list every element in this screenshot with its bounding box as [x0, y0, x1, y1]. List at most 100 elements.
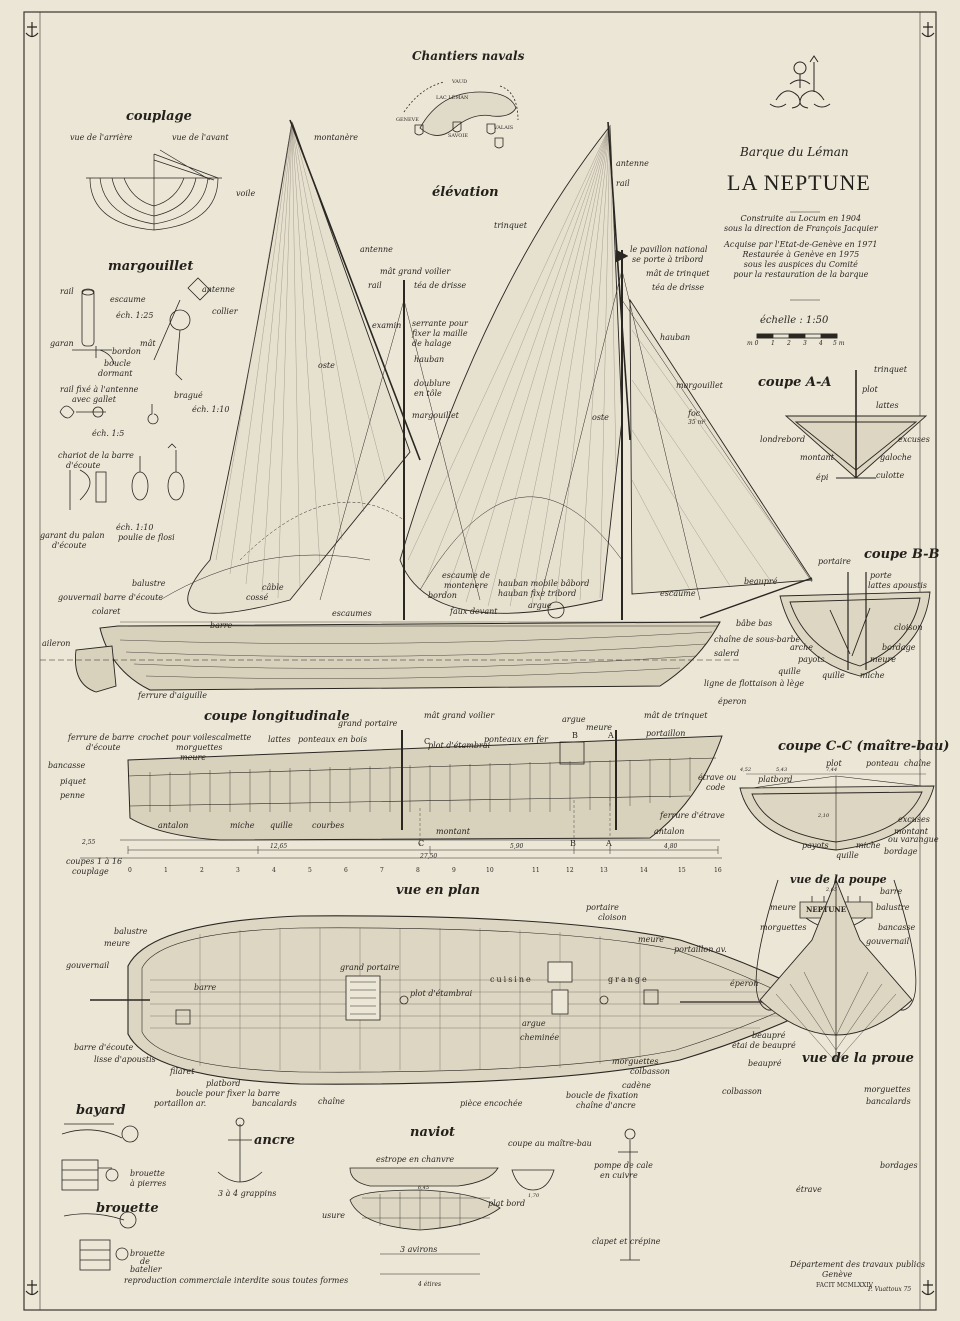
margouillet-label: rail — [60, 287, 74, 296]
vue-poupe-label: balustre — [876, 903, 910, 912]
anchor-icon — [25, 22, 39, 38]
elevation-label: balustre — [132, 579, 166, 588]
dimension-value: 5,43 — [776, 767, 788, 773]
coupe-cc-label: excuses — [898, 815, 930, 824]
coupe-cc-label: miche — [856, 841, 881, 850]
margouillet-label: poulie de flosi — [118, 533, 175, 542]
coupe-long-label: quille — [270, 821, 293, 830]
coupe-long-label: grand portaire — [338, 719, 398, 728]
vue-poupe-label: barre — [880, 887, 903, 896]
coupe-bb-label: payots — [798, 655, 825, 664]
coupe-bb-label: bâbe bas — [736, 619, 773, 628]
elevation-label: chaîne de sous-barbe — [714, 635, 801, 644]
elevation-label: voile — [236, 189, 256, 198]
coupe-cc-label: quille — [836, 851, 859, 860]
neptune-emblem-icon — [769, 55, 831, 109]
coupe-bb-label: meure — [870, 655, 897, 664]
elevation-label: faux devant — [450, 607, 498, 616]
history-line: Acquise par l'Etat-de-Genève en 1971 — [724, 240, 878, 249]
coupe-long-label: ponteaux en bois — [298, 735, 368, 744]
coupe-long-label: courbes — [312, 821, 345, 830]
section-letter: C — [418, 839, 425, 848]
proue-label: colbasson — [722, 1087, 762, 1096]
vue-poupe-label: morguettes — [760, 923, 807, 932]
bottom-label: plat bord — [488, 1199, 526, 1208]
plan-label: portaire — [586, 903, 619, 912]
coupe-aa-label: excuses — [898, 435, 930, 444]
heading-elevation: élévation — [432, 185, 499, 200]
elevation-label: hauban mobile bâbord — [498, 579, 590, 588]
outer-border — [23, 11, 937, 1311]
coupe-cc-label: chaîne — [904, 759, 931, 768]
margouillet-label: éch. 1:5 — [92, 429, 125, 438]
margouillet-label: éch. 1:10 — [192, 405, 230, 414]
margouillet-label: d'écoute — [52, 541, 87, 550]
plan-label: grand portaire — [340, 963, 400, 972]
frame-number: 7 — [380, 867, 384, 874]
coupe-long-label: antalon — [158, 821, 189, 830]
frame-number: 6 — [344, 867, 348, 874]
scale-bar — [756, 333, 838, 339]
coupe-aa-label: culotte — [876, 471, 905, 480]
margouillet-label: bordon — [112, 347, 141, 356]
elevation-label: téa de drisse — [652, 283, 705, 292]
coupe-aa-label: londrebord — [760, 435, 806, 444]
coupe-long-label: éperon — [718, 697, 747, 706]
margouillet-label: avec gallet — [72, 395, 117, 404]
frame-number: 12 — [566, 867, 574, 874]
footer-facit: FACIT MCMLXXIV — [816, 1282, 873, 1289]
plan-label: cadène — [622, 1081, 651, 1090]
elevation-label: bordon — [428, 591, 457, 600]
coupe-long-label: ferrure de barre — [68, 733, 135, 742]
margouillet-label: rail fixé à l'antenne — [60, 385, 139, 394]
elevation-label: montenere — [444, 581, 488, 590]
elevation-label: doublure — [414, 379, 451, 388]
plan-label: chaîne d'ancre — [576, 1101, 636, 1110]
section-letter: C — [424, 737, 431, 746]
coupe-cc-drawing — [739, 773, 935, 851]
frame-number: 14 — [640, 867, 648, 874]
coupe-aa-label: épi — [816, 473, 829, 482]
elevation-label: quille — [778, 667, 801, 676]
elevation-label: hauban — [414, 355, 445, 364]
elevation-label: oste — [318, 361, 335, 370]
footer-copyright: reproduction commerciale interdite sous … — [124, 1276, 349, 1285]
plan-label: barre — [194, 983, 217, 992]
margouillet-details — [59, 277, 211, 510]
elevation-label: oste — [592, 413, 609, 422]
margouillet-label: collier — [212, 307, 238, 316]
anchor-icon — [921, 22, 935, 38]
plan-label: colbasson — [630, 1067, 670, 1076]
coupe-long-label: meure — [180, 753, 207, 762]
map-label: SAVOIE — [448, 133, 469, 139]
coupe-long-label: piquet — [60, 777, 86, 786]
plan-label: plot d'étambrai — [410, 989, 473, 998]
frame-number: 13 — [600, 867, 608, 874]
coupe-bb-label: cloison — [894, 623, 923, 632]
coupe-cc-label: ou varangue — [888, 835, 939, 844]
elevation-label: fixer la maille — [412, 329, 468, 338]
coupe-long-label: antalon — [654, 827, 685, 836]
margouillet-label: garan — [50, 339, 74, 348]
plan-label: argue — [522, 1019, 546, 1028]
coupe-bb-drawing — [779, 572, 931, 677]
heading-brouette: brouette — [96, 1201, 159, 1216]
dimension-value: 7,44 — [826, 767, 838, 773]
coupe-bb-label: portaire — [818, 557, 851, 566]
plan-label: cuisine — [490, 975, 533, 984]
heading-coupe-cc: coupe C-C (maître-bau) — [778, 739, 950, 754]
margouillet-label: boucle — [104, 359, 131, 368]
coupe-long-label: mât de trinquet — [644, 711, 708, 720]
scale-label: échelle : 1:50 — [760, 315, 829, 326]
scale-tick: 1 — [771, 340, 775, 347]
elevation-label: beaupré — [744, 577, 778, 586]
heading-vue-proue: vue de la proue — [802, 1051, 914, 1066]
elevation-label: barre — [210, 621, 233, 630]
coupe-long-label: crochet pour voiles — [138, 733, 216, 742]
coupe-long-label: montant — [436, 827, 470, 836]
coupe-cc-label: ponteau — [866, 759, 899, 768]
plan-label: balustre — [114, 927, 148, 936]
coupe-cc-label: bordage — [884, 847, 918, 856]
elevation-label: salerd — [714, 649, 740, 658]
